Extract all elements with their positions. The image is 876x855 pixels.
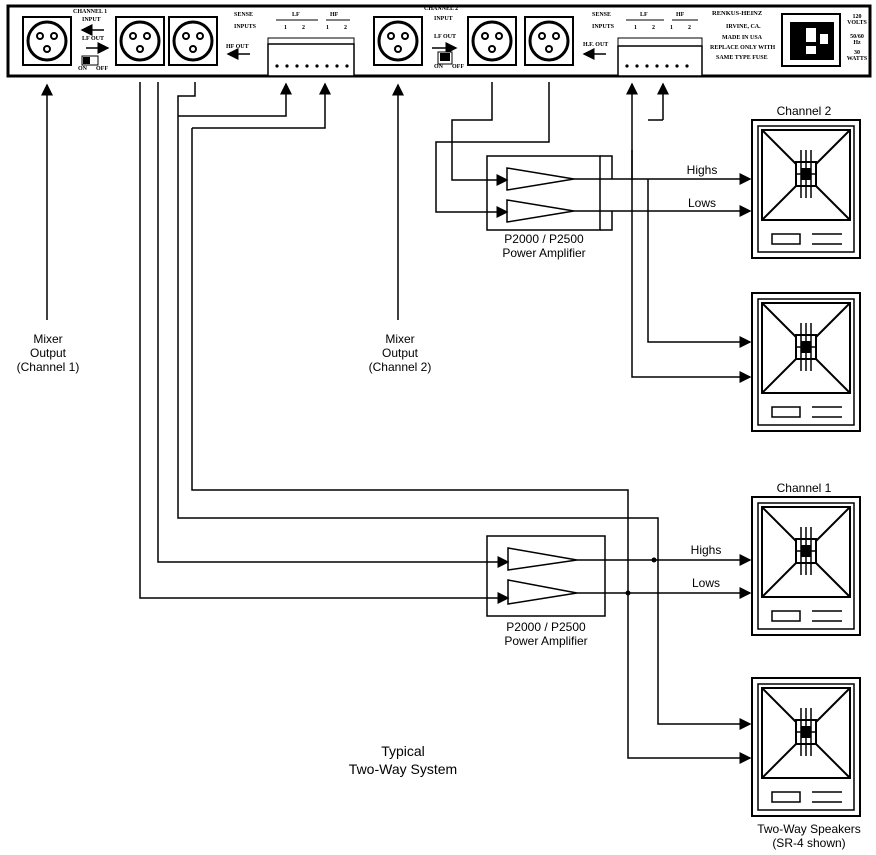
ch1-hf-out-connector xyxy=(167,15,219,67)
replace-label: REPLACE ONLY WITH xyxy=(710,45,776,51)
ch2-hf-1: 1 xyxy=(670,25,673,31)
channel2-label: Channel 2 xyxy=(776,104,832,118)
speaker-ch1-bottom xyxy=(751,677,861,817)
system-label: Typical Two-Way System xyxy=(348,743,458,777)
ch1-off-label: OFF xyxy=(96,66,108,72)
ch2-lf-2: 2 xyxy=(652,25,655,31)
hz-label: 50/60 Hz xyxy=(850,34,864,46)
ch1-hf-label: HF xyxy=(330,12,339,18)
ch1-hf-out-label: HF OUT xyxy=(226,44,249,50)
ch1-lf-label: LF xyxy=(292,12,300,18)
ch2-off-label: OFF xyxy=(452,64,464,70)
speakers-label: Two-Way Speakers (SR-4 shown) xyxy=(757,822,861,850)
ch2-lf-out-connector xyxy=(466,15,518,67)
ch1-on-label: ON xyxy=(78,66,87,72)
speaker-ch2-bottom xyxy=(751,292,861,432)
ch1-hf-1: 1 xyxy=(326,25,329,31)
ch2-input-label: CHANNEL 2 xyxy=(424,6,459,12)
ch1-input-label2: INPUT xyxy=(82,17,101,23)
watts-label: 30 WATTS xyxy=(846,50,868,62)
ch1-input-label: CHANNEL 1 xyxy=(73,9,108,15)
ch2-sense-terminal xyxy=(617,45,703,77)
ch1-lf-out-connector xyxy=(114,15,166,67)
ch2-inputs-label: INPUTS xyxy=(592,24,615,30)
mixer2-label: Mixer Output (Channel 2) xyxy=(368,332,432,374)
amp-top-label: P2000 / P2500 Power Amplifier xyxy=(502,232,586,260)
ch1-lf-1: 1 xyxy=(284,25,287,31)
speaker-ch1-top xyxy=(751,496,861,636)
fuse-label: SAME TYPE FUSE xyxy=(716,55,768,61)
lows-top-label: Lows xyxy=(687,196,716,210)
ch1-input-connector xyxy=(21,15,73,67)
highs-top-label: Highs xyxy=(686,163,718,177)
ch2-sense-label: SENSE xyxy=(592,12,612,18)
amp-top xyxy=(486,155,601,231)
amp-bottom xyxy=(486,535,606,617)
speaker-ch2-top xyxy=(751,119,861,259)
ch2-input-connector xyxy=(372,15,424,67)
ch2-hf-out-connector xyxy=(523,15,575,67)
ch2-hf-2: 2 xyxy=(688,25,691,31)
amp-bottom-label: P2000 / P2500 Power Amplifier xyxy=(504,620,588,648)
ch2-on-label: ON xyxy=(434,64,443,70)
channel1-label: Channel 1 xyxy=(776,481,832,495)
ch2-hf-out-label: H.F. OUT xyxy=(583,42,609,48)
ch2-input-label2: INPUT xyxy=(434,16,453,22)
lows-bottom-label: Lows xyxy=(691,576,720,590)
made-label: MADE IN USA xyxy=(722,35,763,41)
highs-bottom-label: Highs xyxy=(690,543,722,557)
volts-label: 120 VOLTS xyxy=(847,14,867,26)
ch2-hf-label: HF xyxy=(676,12,685,18)
ch1-hf-2: 2 xyxy=(344,25,347,31)
ch2-lf-label: LF xyxy=(640,12,648,18)
ch1-lf-2: 2 xyxy=(302,25,305,31)
ch1-sense-terminal xyxy=(267,43,355,77)
ch1-lf-out-label: LF OUT xyxy=(82,36,104,42)
city-label: IRVINE, CA. xyxy=(726,24,761,30)
ch1-sense-label: SENSE xyxy=(234,12,254,18)
ch1-inputs-label: INPUTS xyxy=(234,24,257,30)
brand-label: RENKUS-HEINZ xyxy=(712,10,763,17)
mixer1-label: Mixer Output (Channel 1) xyxy=(16,332,80,374)
ch2-lf-1: 1 xyxy=(634,25,637,31)
ch2-lf-out-label: LF OUT xyxy=(434,34,456,40)
